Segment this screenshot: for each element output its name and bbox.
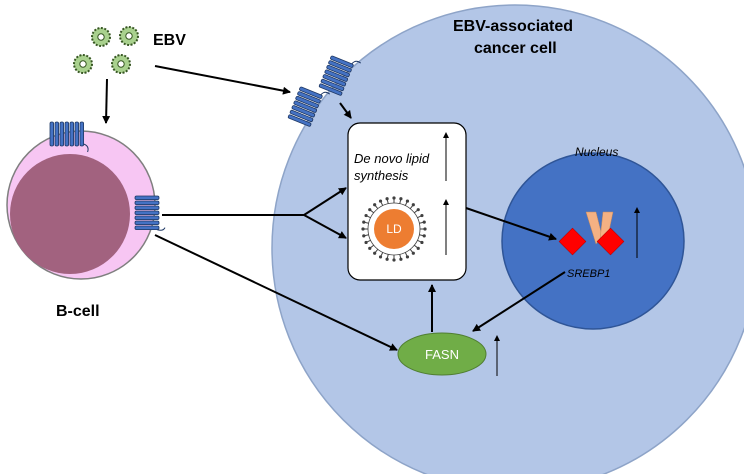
cancer-cell-label-line1: EBV-associated bbox=[453, 18, 573, 35]
arrow-branch-lower bbox=[303, 214, 347, 239]
fasn-label: FASN bbox=[425, 347, 459, 362]
arrow-srebp-to-fasn bbox=[472, 271, 566, 332]
de-novo-label-line2: synthesis bbox=[354, 168, 409, 183]
srebp1-label: SREBP1 bbox=[567, 268, 610, 280]
arrows bbox=[102, 65, 566, 351]
receptor-bcell-top bbox=[49, 121, 89, 153]
cancer-cell-label-line2: cancer cell bbox=[474, 40, 557, 57]
ld-label: LD bbox=[386, 222, 402, 236]
ebv-virion bbox=[73, 54, 93, 74]
arrow-bcell-to-fasn bbox=[154, 234, 398, 351]
b-cell-label: B-cell bbox=[56, 303, 100, 320]
ebv-virion bbox=[111, 54, 131, 74]
fasn-ellipse bbox=[397, 332, 487, 376]
ebv-virion bbox=[91, 27, 111, 47]
receptor-cancer-2 bbox=[287, 86, 331, 127]
arrow-branch-upper bbox=[303, 187, 347, 216]
de-novo-label-line1: De novo lipid bbox=[354, 151, 430, 166]
arrow-receptor-to-box bbox=[339, 102, 352, 119]
b-cell-nucleus bbox=[10, 154, 130, 274]
up-indicators bbox=[443, 132, 640, 376]
nucleus bbox=[501, 152, 685, 330]
ebv-virion bbox=[119, 26, 139, 46]
arrow-box-to-srebp bbox=[465, 207, 557, 241]
receptor-cancer-1 bbox=[318, 55, 362, 96]
arrow-ebv-to-bcell bbox=[102, 78, 111, 124]
nucleus-label: Nucleus bbox=[575, 145, 618, 159]
arrow-ebv-to-cancer bbox=[154, 65, 291, 95]
receptor-bcell-right bbox=[134, 195, 166, 231]
ebv-label: EBV bbox=[153, 32, 186, 49]
ebv-virions bbox=[73, 26, 139, 74]
srebp1-complex bbox=[558, 211, 625, 256]
lipid-droplet bbox=[361, 196, 427, 262]
